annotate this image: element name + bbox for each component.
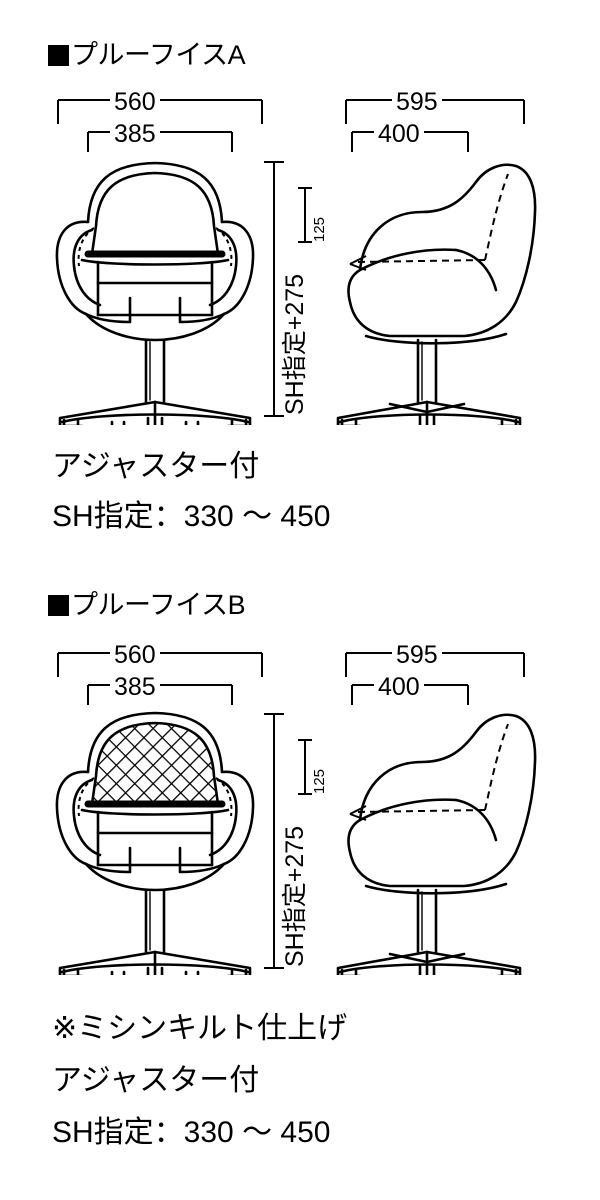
section-a-height-note-label: SH指定+275 [281, 273, 309, 415]
filled-square-icon [48, 595, 69, 616]
section-a-width-560-label: 560 [110, 90, 160, 115]
section-a-width-385-label: 385 [110, 122, 160, 147]
section-b-caption-line-3: SH指定：330 ～ 450 [52, 1116, 331, 1149]
section-a-depth-400-label: 400 [374, 122, 424, 147]
section-a-side-view-drawing [330, 150, 545, 425]
section-b-seat-thickness-label: 125 [311, 768, 328, 794]
section-b-width-560-label: 560 [110, 643, 160, 668]
section-b-title-label: プルーフイスB [71, 590, 246, 620]
section-b-width-385-label: 385 [110, 675, 160, 700]
filled-square-icon [48, 45, 69, 66]
section-a-height-dimension-line [262, 160, 286, 418]
section-b-front-dimension-lines [50, 645, 270, 705]
section-a-title: プルーフイスA [48, 40, 246, 70]
section-b-depth-595-label: 595 [392, 643, 442, 668]
section-a-seat-thickness-label: 125 [311, 216, 328, 242]
section-b-height-note-label: SH指定+275 [281, 825, 309, 967]
section-b-caption-line-1: ※ミシンキルト仕上げ [52, 1012, 348, 1045]
section-b-height-dimension-line [262, 712, 286, 970]
section-b-seat-thickness-line [296, 738, 314, 796]
section-a-depth-595-label: 595 [392, 90, 442, 115]
section-a-front-dimension-lines [50, 92, 270, 152]
section-b-caption-line-2: アジャスター付 [52, 1064, 260, 1097]
section-b-side-view-drawing [330, 700, 545, 975]
section-a-front-view-drawing [52, 150, 262, 425]
section-b-front-view-drawing [52, 700, 262, 975]
section-b-title: プルーフイスB [48, 590, 246, 620]
section-a-title-label: プルーフイスA [71, 40, 246, 70]
section-a-seat-thickness-line [296, 186, 314, 244]
section-b-depth-400-label: 400 [374, 675, 424, 700]
section-a-caption-line-1: アジャスター付 [52, 450, 260, 483]
section-a-caption-line-2: SH指定：330 ～ 450 [52, 500, 331, 533]
